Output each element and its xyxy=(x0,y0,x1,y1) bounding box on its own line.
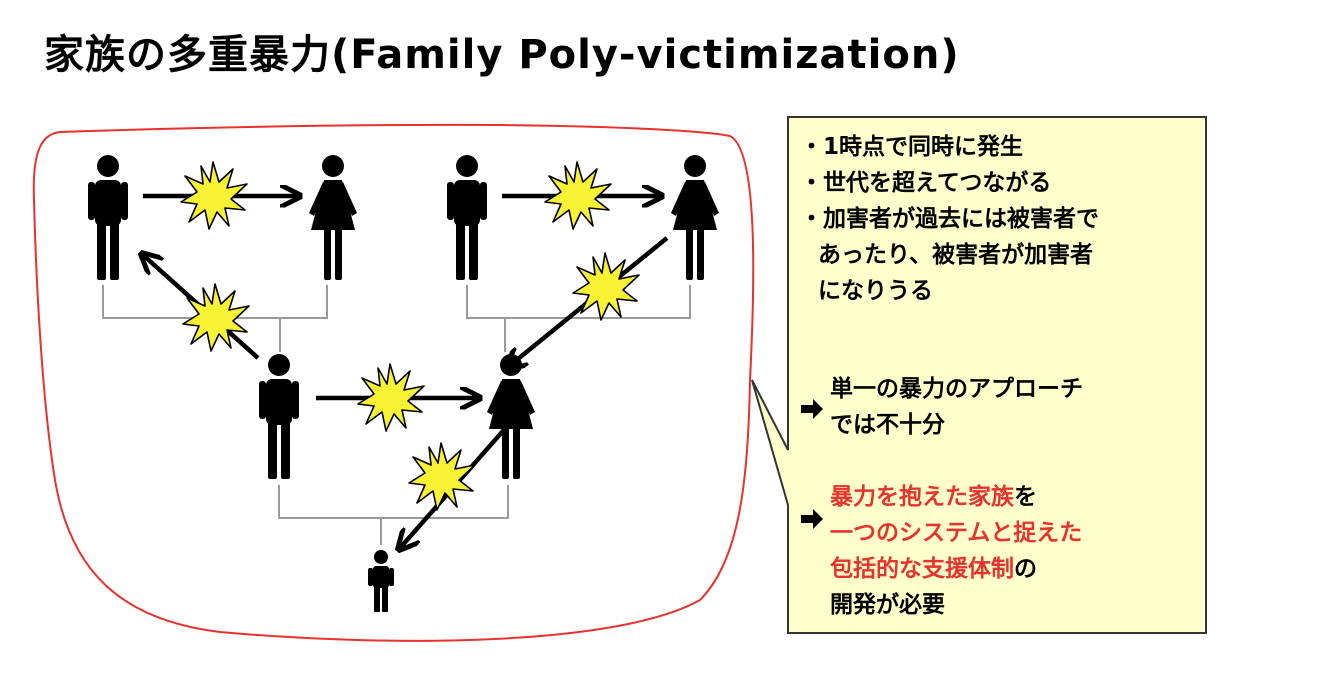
family-boundary xyxy=(32,123,755,642)
conclusion2-line2: 一つのシステムと捉えた xyxy=(830,520,1083,546)
father-icon xyxy=(259,354,299,479)
emphasis-text: 暴力を抱えた家族 xyxy=(830,484,1014,510)
bullet-item: になりうる xyxy=(818,278,933,304)
bullet-item: ・加害者が過去には被害者で xyxy=(800,206,1099,232)
emphasis-text: 包括的な支援体制 xyxy=(830,556,1014,582)
bullet-item: ・1時点で同時に発生 xyxy=(800,134,1024,160)
grandmother-1-icon xyxy=(309,155,357,280)
conclusion1-line: 単一の暴力のアプローチ xyxy=(830,376,1083,402)
violence-burst-icon xyxy=(572,252,640,321)
right-arrow-icon xyxy=(801,399,823,419)
grandmother-2-icon xyxy=(671,155,719,280)
page-title: 家族の多重暴力(Family Poly-victimization) xyxy=(44,32,960,78)
conclusion2-line1: 暴力を抱えた家族を xyxy=(830,481,1037,514)
grandfather-1-icon xyxy=(88,155,128,280)
plain-text: の xyxy=(1014,556,1037,582)
conclusion2-line3: 包括的な支援体制の xyxy=(830,553,1037,586)
callout-text: ・1時点で同時に発生 ・世代を超えてつながる ・加害者が過去には被害者で あった… xyxy=(788,117,1206,633)
mother-icon xyxy=(487,354,535,479)
grandfather-2-icon xyxy=(447,155,487,280)
child-icon xyxy=(368,550,394,612)
bullet-item: あったり、被害者が加害者 xyxy=(818,242,1094,268)
conclusion1-line: では不十分 xyxy=(830,412,945,438)
bullet-item: ・世代を超えてつながる xyxy=(800,170,1052,196)
conclusion2-line4: 開発が必要 xyxy=(830,592,945,618)
right-arrow-icon xyxy=(801,509,823,529)
plain-text: を xyxy=(1014,484,1037,510)
callout-box xyxy=(751,116,1207,634)
